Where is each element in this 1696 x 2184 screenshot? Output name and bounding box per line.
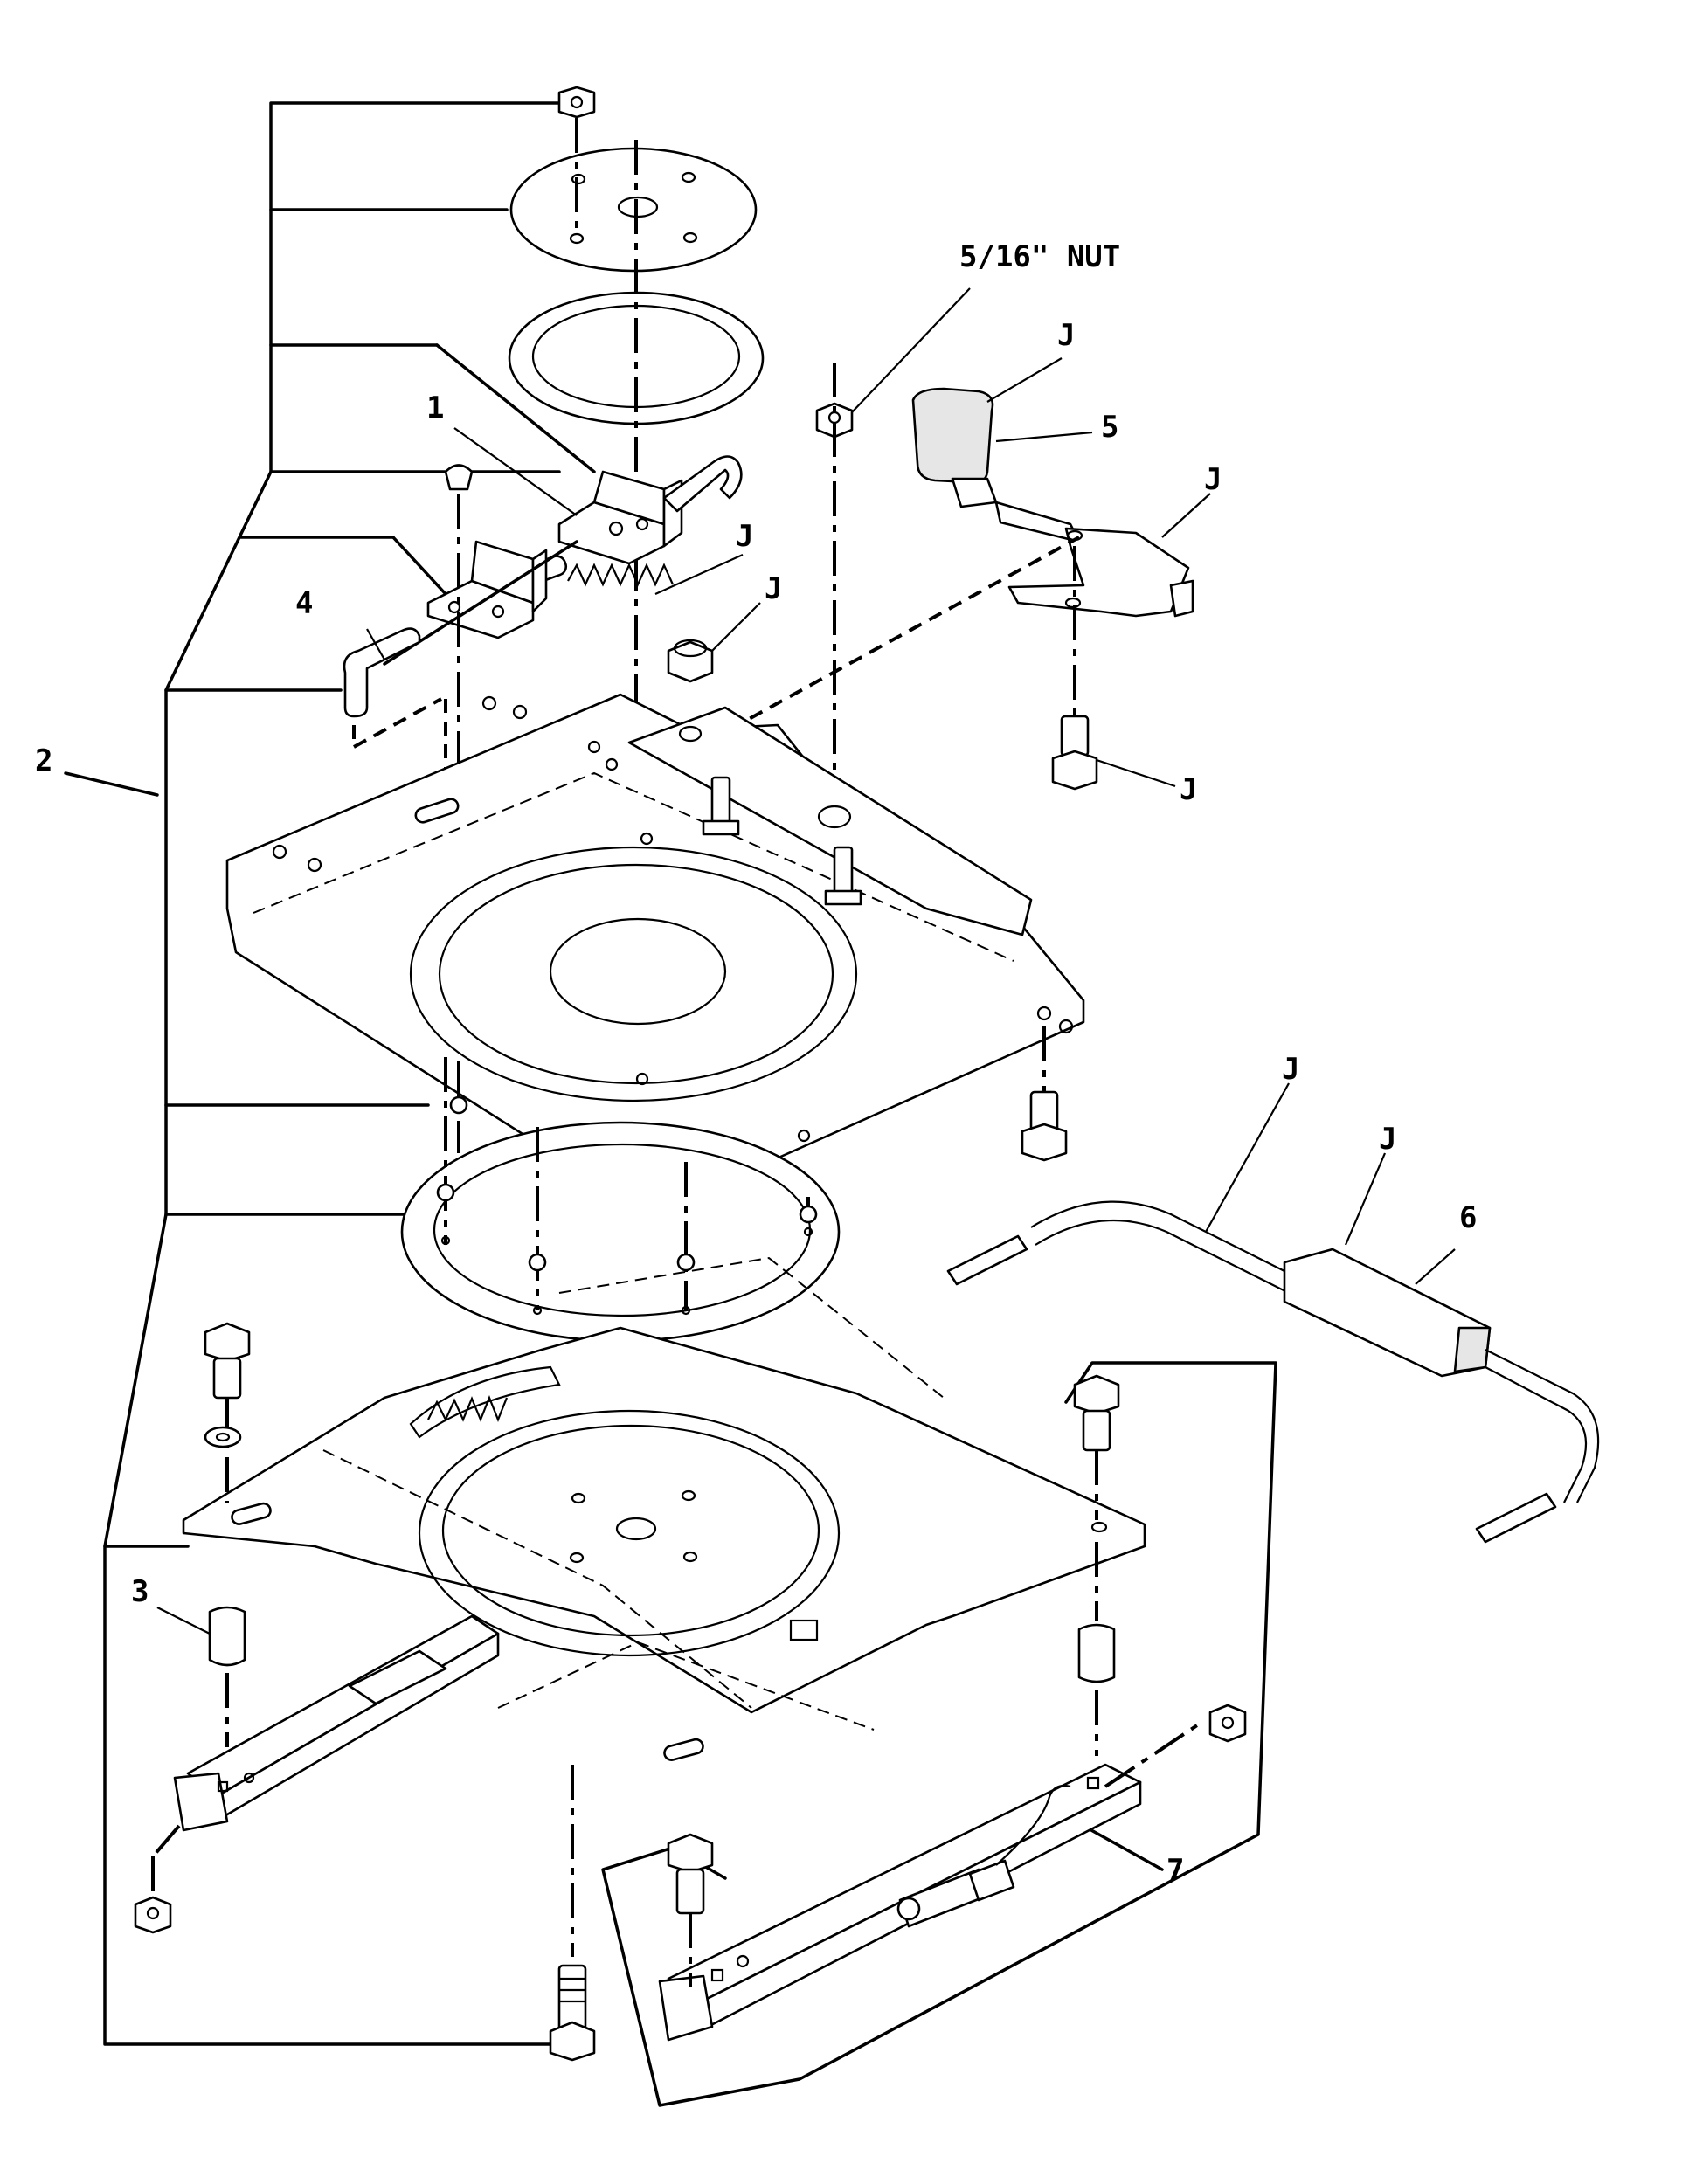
callout-item-2: 2 xyxy=(35,743,52,778)
five-sixteenths-nut xyxy=(815,402,854,439)
lock-nut xyxy=(667,639,714,683)
latch-spring xyxy=(567,563,675,587)
j-label-stud: J xyxy=(1180,772,1197,807)
callout-item-1: 1 xyxy=(426,390,444,425)
left-slide-rail xyxy=(151,1614,500,1896)
j-label-handle-top: J xyxy=(1057,318,1075,353)
callout-item-7: 7 xyxy=(1166,1853,1184,1888)
plate-bolt-studs xyxy=(702,776,862,906)
lower-plate-hidden-frame xyxy=(558,1256,945,1399)
upper-seat-plate xyxy=(225,693,1085,1199)
right-bottom-nut xyxy=(1208,1704,1247,1743)
item-3-spacer xyxy=(208,1606,246,1747)
handle-stud-bolt xyxy=(1051,715,1098,791)
right-spacer xyxy=(1077,1542,1116,1756)
nut-size-label: 5/16" NUT xyxy=(959,239,1120,274)
item-2-group-bracket xyxy=(64,101,596,2046)
rear-plate-flange xyxy=(627,706,1033,936)
j-label-locknut: J xyxy=(765,571,782,606)
right-plate-bolt xyxy=(1021,1026,1068,1162)
j-label-spring: J xyxy=(736,519,753,554)
callout-item-3: 3 xyxy=(131,1574,149,1609)
right-top-bolt xyxy=(1073,1374,1120,1520)
latch-handle-rod xyxy=(662,455,743,513)
lever-dash-2 xyxy=(353,697,442,749)
item-1-latch-bracket xyxy=(557,470,683,565)
item-7-bracket xyxy=(601,1361,1277,2107)
rivet-pin xyxy=(444,464,474,491)
handle-dash xyxy=(689,536,1080,753)
callout-item-4: 4 xyxy=(295,586,313,621)
j-label-handle-arm: J xyxy=(1204,462,1222,497)
ball-bearing-ring xyxy=(400,1057,841,1343)
leader-lines xyxy=(156,287,1456,1635)
callout-item-6: 6 xyxy=(1459,1200,1477,1235)
j-label-cable: J xyxy=(1282,1052,1299,1087)
left-bottom-nut xyxy=(134,1896,172,1934)
bottom-center-bolt xyxy=(549,1765,596,2062)
item-4-lever xyxy=(343,627,421,718)
top-washer-plate xyxy=(509,147,758,273)
second-latch-bracket xyxy=(426,540,548,639)
item-6-cable-assembly xyxy=(946,1200,1600,1544)
j-label-sleeve: J xyxy=(1379,1122,1396,1157)
top-nut xyxy=(557,86,596,119)
item-5-release-handle xyxy=(911,387,1194,618)
lower-base-plate xyxy=(182,1326,1146,1761)
left-top-bolt xyxy=(204,1322,251,1503)
callout-item-5: 5 xyxy=(1101,410,1118,445)
item-7-slide-rail xyxy=(658,1724,1199,2042)
rail-bolt xyxy=(667,1833,714,1987)
